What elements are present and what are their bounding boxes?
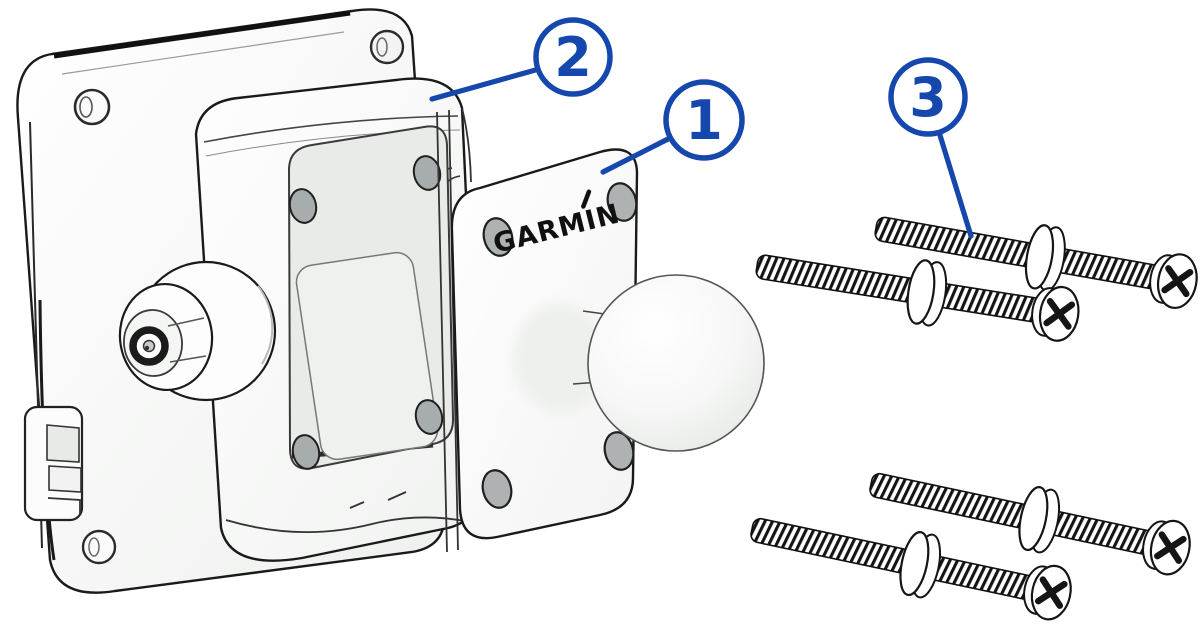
- screw-hole-top-right: [369, 29, 405, 65]
- mount-cradle: [194, 77, 481, 562]
- adapter-hole-top-left: [482, 217, 514, 257]
- callout-1-circle: [663, 79, 745, 161]
- screw-hole-top-left: [73, 88, 111, 126]
- connector-boss-shade: [257, 285, 274, 365]
- callout-2-number: 2: [554, 26, 592, 89]
- cradle-bottom-tick2: [349, 501, 365, 509]
- callout-3-leader: [936, 129, 974, 239]
- cradle-bottom-wave: [225, 516, 471, 533]
- cradle-top-band-line1: [203, 115, 459, 143]
- back-plate-top-crease: [61, 31, 345, 75]
- recess-hole-bottom-left: [291, 434, 321, 470]
- cradle-bottom-tick1: [387, 491, 407, 501]
- callout-3: 3: [888, 57, 974, 239]
- callout-1: 1: [600, 79, 745, 175]
- callout-2-leader: [429, 66, 542, 102]
- cradle-right-curve1: [461, 107, 472, 183]
- connector-pin-bottom-line: [169, 355, 207, 363]
- adapter-hole-top-right: [606, 182, 638, 222]
- callout-2: 2: [429, 17, 613, 102]
- callout-3-number: 3: [909, 66, 947, 129]
- garmin-logo-accent: [581, 189, 592, 209]
- recess-hole-top-right: [412, 155, 442, 191]
- ball-joint: [587, 274, 765, 452]
- cradle-side-arm: [436, 109, 459, 553]
- callout-1-leader: [600, 135, 673, 175]
- recess-hole-bottom-right: [414, 399, 444, 435]
- back-plate-top-edge: [53, 10, 351, 59]
- screws-group: [745, 196, 1200, 627]
- screw-hole-bottom-left: [81, 529, 117, 565]
- connector-center-pin: [142, 339, 156, 353]
- recess-inner-panel: [295, 251, 439, 461]
- callout-2-circle: [533, 17, 613, 97]
- ball-adapter-plate: GARMIN: [450, 148, 765, 540]
- ball-stem-shadow: [514, 304, 606, 412]
- port-latch: [23, 405, 84, 522]
- power-connector: [118, 260, 277, 402]
- connector-center-dot: [144, 345, 150, 351]
- callout-3-circle: [888, 57, 968, 137]
- mounting-recess: [287, 125, 455, 470]
- connector-pin-top-line: [167, 317, 205, 327]
- adapter-hole-bottom-left: [481, 469, 513, 509]
- adapter-hole-bottom-right: [603, 431, 635, 471]
- callout-1-number: 1: [685, 89, 723, 152]
- recess-hole-top-left: [288, 188, 318, 224]
